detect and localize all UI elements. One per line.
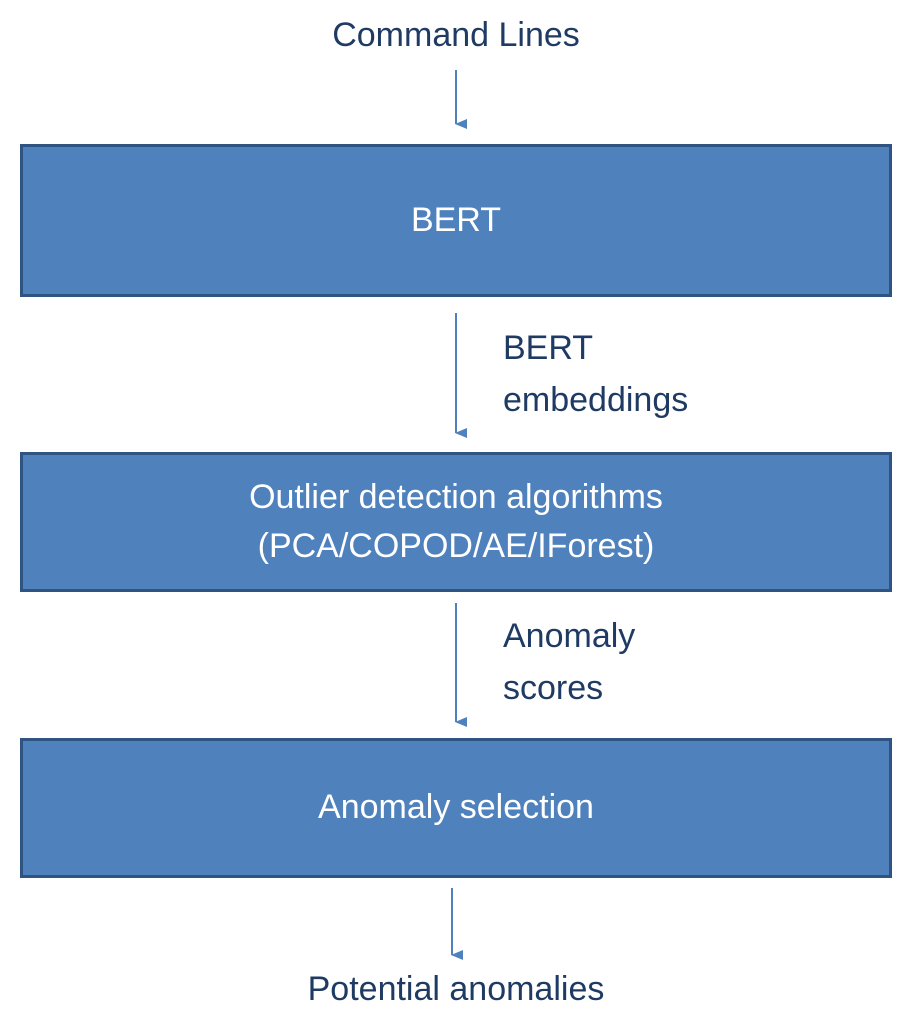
output-label: Potential anomalies — [307, 970, 605, 1008]
edge-label-line: BERT — [503, 329, 594, 367]
edge-label-anomaly-scores: Anomaly scores — [503, 610, 635, 714]
bert-box: BERT — [20, 144, 892, 297]
selection-box-label: Anomaly selection — [318, 788, 594, 827]
edge-label-bert-embeddings: BERT embeddings — [503, 322, 688, 426]
outlier-box-subtitle: (PCA/COPOD/AE/IForest) — [257, 527, 655, 565]
edge-label-line: scores — [503, 669, 604, 707]
bert-box-label: BERT — [410, 200, 502, 239]
outlier-detection-box: Outlier detection algorithms (PCA/COPOD/… — [20, 452, 892, 592]
edge-label-line: Anomaly — [503, 617, 636, 655]
outlier-box-title: Outlier detection algorithms — [249, 477, 663, 516]
anomaly-selection-box: Anomaly selection — [20, 738, 892, 878]
edge-label-line: embeddings — [503, 381, 689, 419]
input-label: Command Lines — [332, 16, 580, 54]
